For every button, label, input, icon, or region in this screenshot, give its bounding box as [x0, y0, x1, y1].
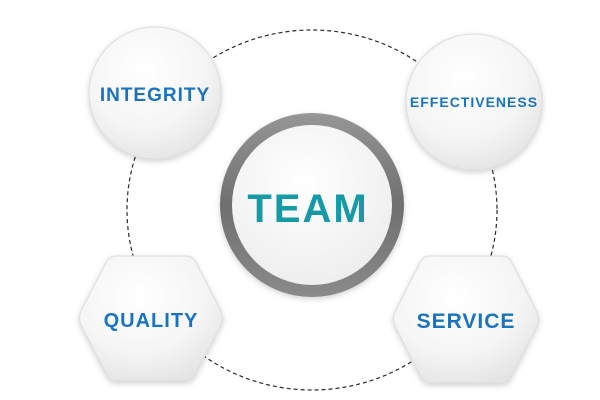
quality-hexagon — [79, 255, 223, 382]
integrity-label: INTEGRITY — [100, 85, 210, 106]
dashed-orbit — [126, 29, 498, 391]
node-effectiveness: EFFECTIVENESS — [405, 33, 543, 171]
center-label: TEAM — [247, 187, 368, 231]
effectiveness-label: EFFECTIVENESS — [410, 94, 538, 110]
effectiveness-circle — [405, 33, 543, 171]
quality-label: QUALITY — [104, 310, 199, 332]
center-node: TEAM — [220, 113, 404, 297]
integrity-circle — [88, 26, 222, 160]
node-integrity: INTEGRITY — [88, 26, 222, 160]
center-disc — [232, 125, 392, 285]
node-service: SERVICE — [393, 255, 539, 384]
service-hexagon — [393, 255, 539, 384]
service-label: SERVICE — [417, 310, 516, 333]
node-quality: QUALITY — [79, 255, 223, 382]
